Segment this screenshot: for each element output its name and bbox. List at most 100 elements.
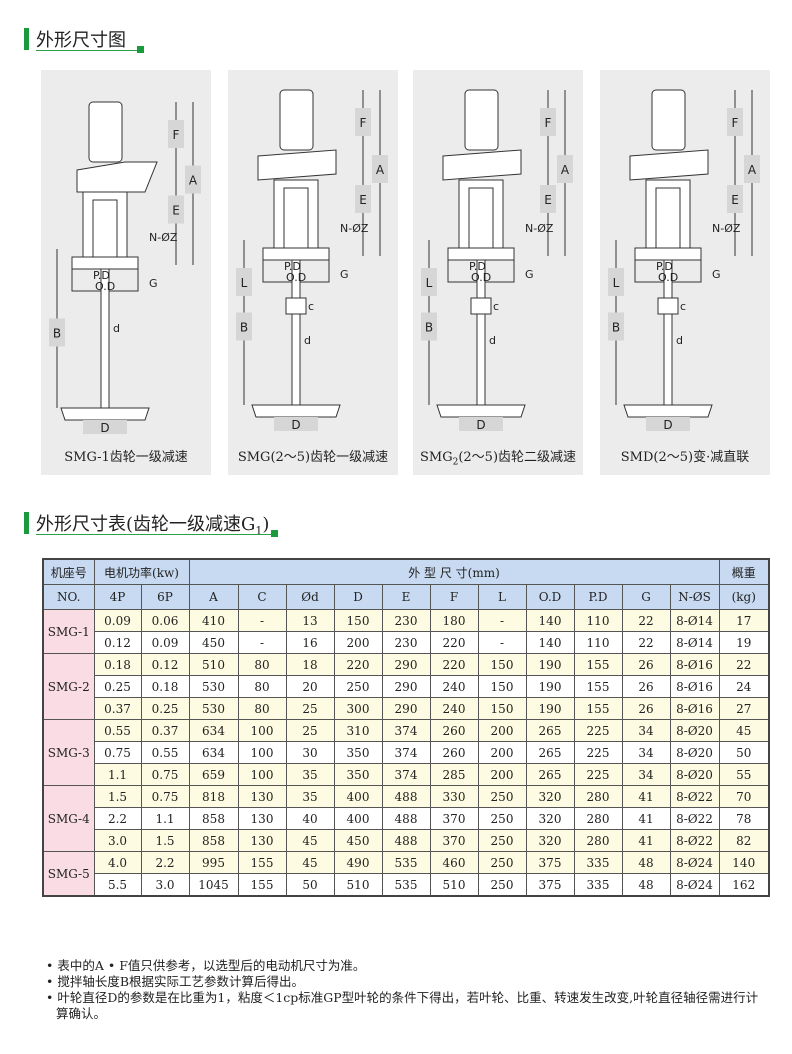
n-z-label: N-ØZ xyxy=(340,222,369,235)
table-cell: 45 xyxy=(285,851,335,874)
table-cell: 110 xyxy=(573,609,623,632)
a-label-bg xyxy=(185,165,201,194)
table-cell: 220 xyxy=(333,653,383,676)
table-cell: 400 xyxy=(333,785,383,808)
d-impeller-label-bg xyxy=(459,417,503,431)
motor xyxy=(88,101,123,163)
table-cell: 858 xyxy=(188,829,239,852)
note-item: • 表中的A • F值只供参考，以选型后的电动机尺寸为准。 xyxy=(46,958,366,973)
table-cell: 110 xyxy=(573,631,623,654)
a-label: A xyxy=(561,163,570,177)
table-cell: 995 xyxy=(188,851,239,874)
table-cell: 140 xyxy=(525,609,575,632)
table-cell: 1.5 xyxy=(140,829,190,852)
table-cell: 80 xyxy=(237,697,287,720)
table-cell: 375 xyxy=(525,851,575,874)
model-cell: SMG-5 xyxy=(42,851,95,897)
header-dimensions: 外 型 尺 寸(mm) xyxy=(188,558,720,585)
b-label: B xyxy=(53,327,61,341)
table-cell: 370 xyxy=(429,829,479,852)
table-cell: 240 xyxy=(429,697,479,720)
table-cell: 162 xyxy=(718,873,770,897)
e-label-bg xyxy=(168,195,184,224)
column-header: D xyxy=(333,584,383,610)
table-cell: 530 xyxy=(188,675,239,698)
table-cell: - xyxy=(237,631,287,654)
d-impeller-label: D xyxy=(100,421,109,435)
g-label: G xyxy=(340,268,349,281)
c-label: c xyxy=(493,300,499,313)
l-label: L xyxy=(613,276,620,290)
d-impeller-label-bg xyxy=(274,417,318,431)
table-cell: 8-Ø14 xyxy=(669,609,720,632)
table-cell: 260 xyxy=(429,719,479,742)
caption-text: SMD(2～5)变·减直联 xyxy=(620,450,750,465)
e-label-bg xyxy=(355,185,371,213)
table-cell: 280 xyxy=(573,829,623,852)
table-cell: 130 xyxy=(237,785,287,808)
table-cell: 150 xyxy=(477,697,527,720)
gearbox xyxy=(442,149,522,181)
pd-label: P.D xyxy=(469,260,486,273)
od-label: O.D xyxy=(658,271,678,284)
od-label: O.D xyxy=(95,280,115,293)
table-cell: 250 xyxy=(477,873,527,897)
table-cell: 0.18 xyxy=(140,675,190,698)
caption-end: (2～5)齿轮二级减速 xyxy=(458,450,577,465)
l-label-bg xyxy=(421,268,437,296)
caption-text: SMG xyxy=(419,450,453,465)
table-cell: 335 xyxy=(573,873,623,897)
frame-window xyxy=(283,187,309,249)
table-cell: 0.25 xyxy=(140,697,190,720)
caption-text: SMG-1齿轮一级减速 xyxy=(64,450,188,465)
table-cell: 374 xyxy=(381,741,431,764)
d-impeller-label-bg xyxy=(83,420,127,434)
d-shaft-label: d xyxy=(676,334,683,347)
table-cell: - xyxy=(237,609,287,632)
a-label-bg xyxy=(557,155,573,183)
table-cell: - xyxy=(477,609,527,632)
table-cell: 200 xyxy=(477,763,527,786)
table-cell: 8-Ø22 xyxy=(669,785,720,808)
table-cell: 374 xyxy=(381,763,431,786)
table-cell: 25 xyxy=(285,719,335,742)
header-weight: 概重 xyxy=(718,558,770,585)
od-label: O.D xyxy=(471,271,491,284)
table-cell: 265 xyxy=(525,741,575,764)
e-label: E xyxy=(359,193,367,207)
column-header: 6P xyxy=(140,584,190,610)
table-cell: 260 xyxy=(429,741,479,764)
model-cell: SMG-2 xyxy=(42,653,95,720)
heading-square xyxy=(137,46,144,53)
diagram-caption: SMD(2～5)变·减直联 xyxy=(600,446,770,468)
table-cell: 374 xyxy=(381,719,431,742)
table-cell: 78 xyxy=(718,807,770,830)
heading-underline xyxy=(36,534,271,535)
table-cell: 8-Ø16 xyxy=(669,697,720,720)
note-item: • 叶轮直径D的参数是在比重为1，粘度＜1cp标准GP型叶轮的条件下得出，若叶轮… xyxy=(46,990,759,1021)
header-model-en: NO. xyxy=(42,584,95,610)
table-cell: 300 xyxy=(333,697,383,720)
table-cell: 450 xyxy=(188,631,239,654)
table-cell: 265 xyxy=(525,763,575,786)
table-cell: 320 xyxy=(525,785,575,808)
caption-sub: 2 xyxy=(452,457,459,468)
column-header: Ød xyxy=(285,584,335,610)
g-label: G xyxy=(712,268,721,281)
gearbox xyxy=(257,149,337,181)
table-cell: 50 xyxy=(285,873,335,897)
c-label: c xyxy=(308,300,314,313)
table-cell: - xyxy=(477,631,527,654)
table-cell: 82 xyxy=(718,829,770,852)
table-cell: 634 xyxy=(188,719,239,742)
table-cell: 488 xyxy=(381,785,431,808)
table-cell: 45 xyxy=(718,719,770,742)
d-shaft-label: d xyxy=(304,334,311,347)
